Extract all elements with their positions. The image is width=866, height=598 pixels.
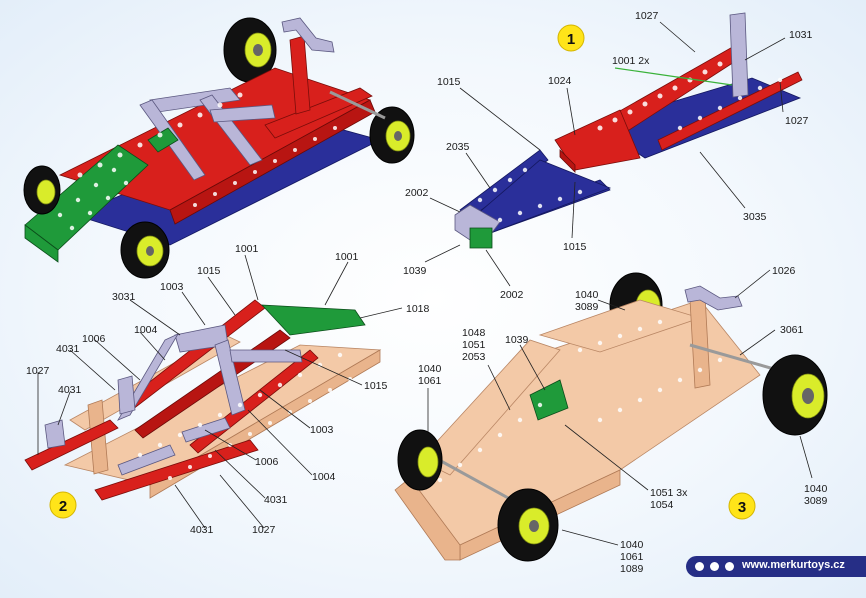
callout-1054: 1054 (650, 499, 674, 511)
callout-3035: 3035 (743, 211, 767, 223)
callout-1004: 1004 (312, 471, 336, 483)
step-1-badge (557, 24, 585, 52)
callout-2002: 2002 (405, 187, 429, 199)
callout-1001: 1001 2x (612, 55, 650, 67)
step1-red-strip-1027 (657, 71, 803, 151)
callout-1039: 1039 (505, 334, 529, 346)
callout-1003: 1003 (310, 424, 334, 436)
callout-1039: 1039 (403, 265, 427, 277)
callout-1051-3x: 1051 3x (650, 487, 688, 499)
callout-1027: 1027 (26, 365, 50, 377)
callout-3031: 3031 (112, 291, 136, 303)
step-2-number: 2 (59, 498, 67, 515)
dot-icon (710, 562, 719, 571)
callout-1006: 1006 (255, 456, 279, 468)
website-link[interactable]: www.merkurtoys.cz (742, 559, 845, 571)
finished-car-model (23, 17, 415, 279)
callout-2002: 2002 (500, 289, 524, 301)
callout-2053: 2053 (462, 351, 486, 363)
step-3-assembly: 3 (394, 265, 828, 575)
callout-1061: 1061 (620, 551, 644, 563)
step2-red-strip-1027b (94, 439, 259, 501)
callout-4031: 4031 (264, 494, 288, 506)
steering-bracket (281, 17, 335, 53)
step2-red-strip-1027 (24, 419, 119, 471)
callout-1027: 1027 (635, 10, 659, 22)
callout-1001: 1001 (335, 251, 359, 263)
callout-3061: 3061 (780, 324, 804, 336)
callout-4031: 4031 (56, 343, 80, 355)
callout-1004: 1004 (134, 324, 158, 336)
callout-1031: 1031 (789, 29, 813, 41)
step1-tower-1031 (729, 12, 749, 98)
callout-1027: 1027 (785, 115, 809, 127)
callout-1048: 1048 (462, 327, 486, 339)
step-1-assembly: 1 (403, 10, 813, 301)
callout-1026: 1026 (772, 265, 796, 277)
callout-1040: 1040 (804, 483, 828, 495)
step-3-number: 3 (738, 499, 746, 516)
callout-1024: 1024 (548, 75, 572, 87)
callout-1015: 1015 (437, 76, 461, 88)
callout-4031: 4031 (58, 384, 82, 396)
dot-icon (695, 562, 704, 571)
callout-1015: 1015 (364, 380, 388, 392)
step2-green-plate-1018 (261, 304, 366, 336)
callout-4031: 4031 (190, 524, 214, 536)
step3-green-part-1039 (529, 379, 569, 421)
dot-icon (725, 562, 734, 571)
callout-2035: 2035 (446, 141, 470, 153)
callout-1089: 1089 (620, 563, 644, 575)
step-1-number: 1 (567, 31, 575, 48)
callout-1006: 1006 (82, 333, 106, 345)
footer-url-badge: www.merkurtoys.cz (686, 556, 866, 577)
callout-1001: 1001 (235, 243, 259, 255)
callout-1015: 1015 (197, 265, 221, 277)
step-2-assembly: 2 (24, 243, 430, 536)
callout-1061: 1061 (418, 375, 442, 387)
callout-1015: 1015 (563, 241, 587, 253)
callout-3089: 3089 (575, 301, 599, 313)
callout-3089: 3089 (804, 495, 828, 507)
callout-1003: 1003 (160, 281, 184, 293)
step-3-badge (728, 492, 756, 520)
callout-1027: 1027 (252, 524, 276, 536)
callout-1040: 1040 (575, 289, 599, 301)
callout-1040: 1040 (418, 363, 442, 375)
callout-1018: 1018 (406, 303, 430, 315)
step-2-badge (49, 491, 77, 519)
callout-1051: 1051 (462, 339, 486, 351)
callout-1040: 1040 (620, 539, 644, 551)
step3-steering-bracket-1026 (684, 285, 743, 311)
